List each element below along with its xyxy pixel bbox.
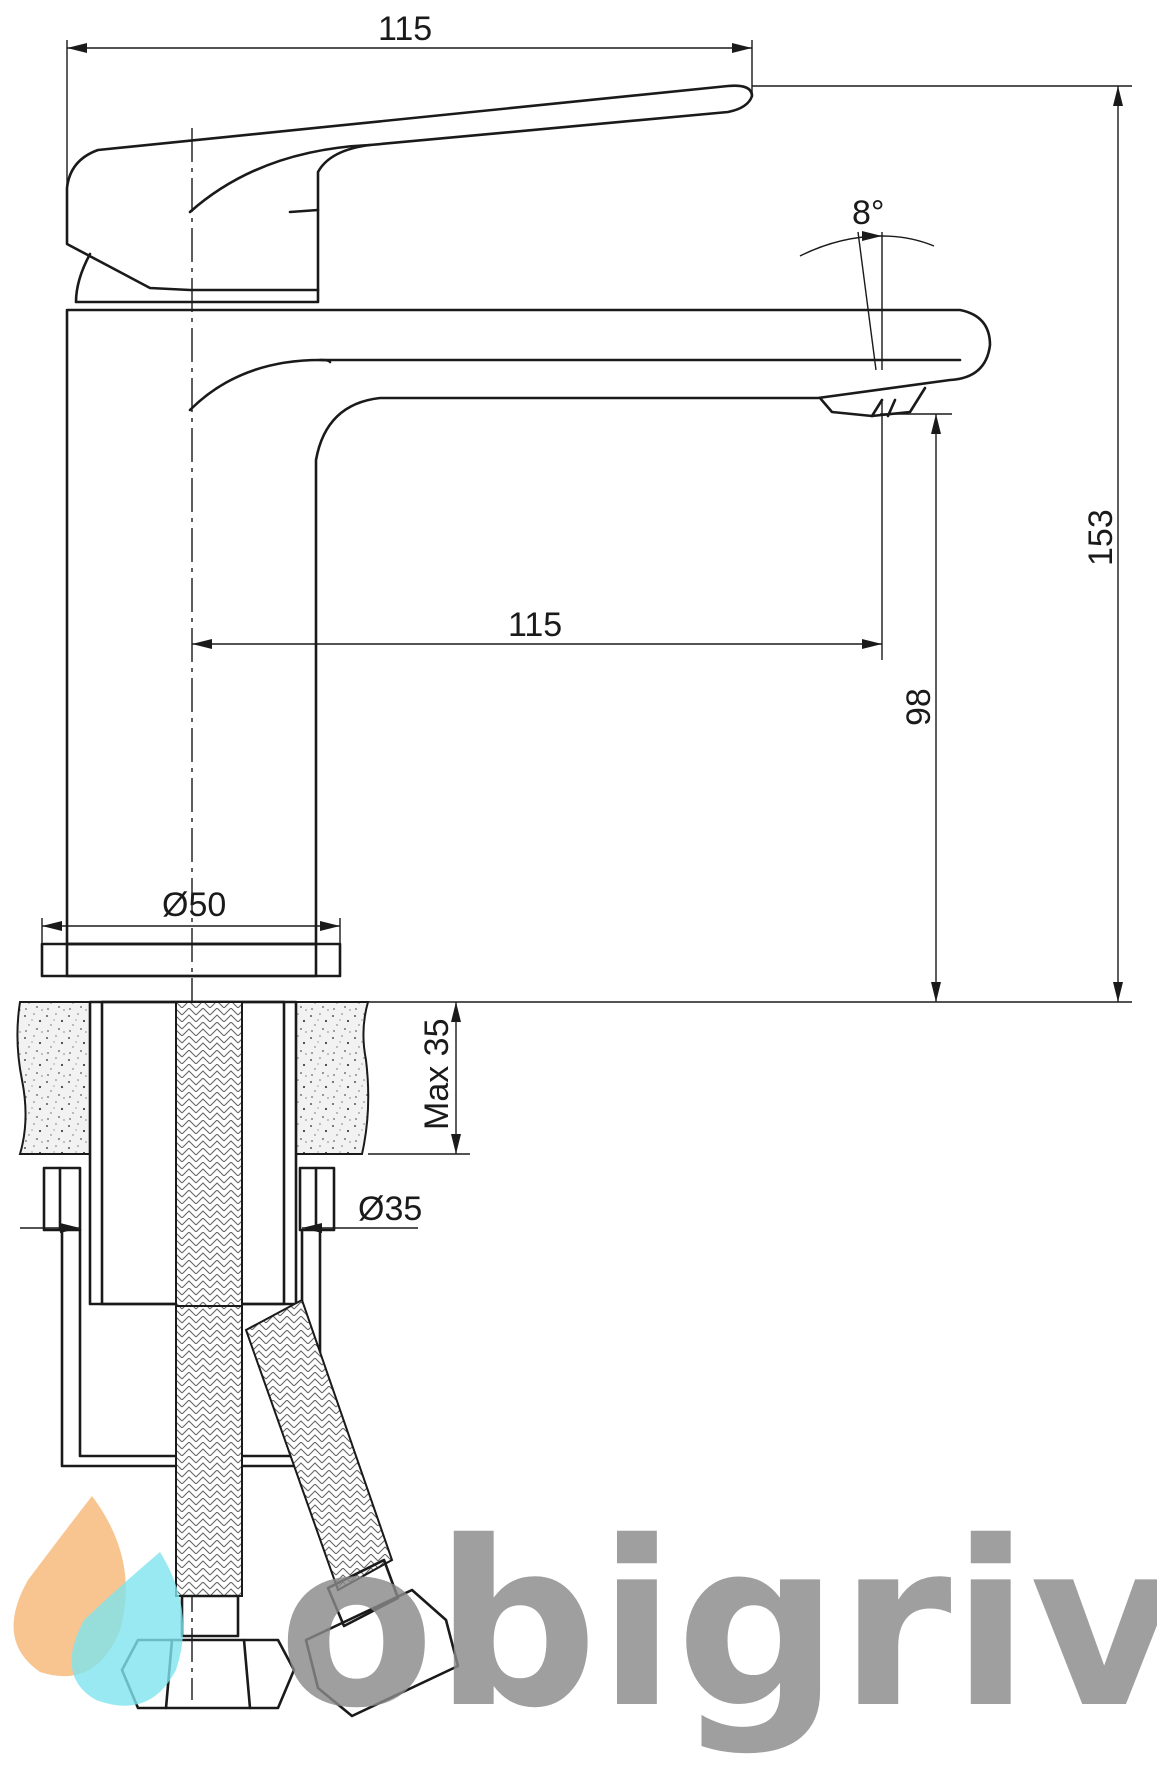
- hole-diameter-label: Ø35: [358, 1190, 422, 1228]
- dimension-lines: [20, 40, 1132, 1233]
- countertop-section: [16, 1001, 470, 1155]
- drop-cyan-icon: [71, 1552, 184, 1706]
- faucet-body: [40, 84, 992, 978]
- brand-wordmark: obigriv: [278, 1492, 1157, 1758]
- max-thickness-label: Max 35: [418, 1019, 456, 1131]
- base-diameter-label: Ø50: [162, 886, 226, 924]
- flexible-hoses: [120, 1001, 460, 1718]
- spout-reach-label: 115: [508, 606, 562, 644]
- top-width-label: 115: [378, 10, 432, 48]
- spout-height-label: 98: [900, 688, 938, 726]
- spout-angle-label: 8°: [852, 194, 885, 232]
- brand-logo: obigriv: [13, 1492, 1157, 1758]
- total-height-label: 153: [1082, 509, 1120, 566]
